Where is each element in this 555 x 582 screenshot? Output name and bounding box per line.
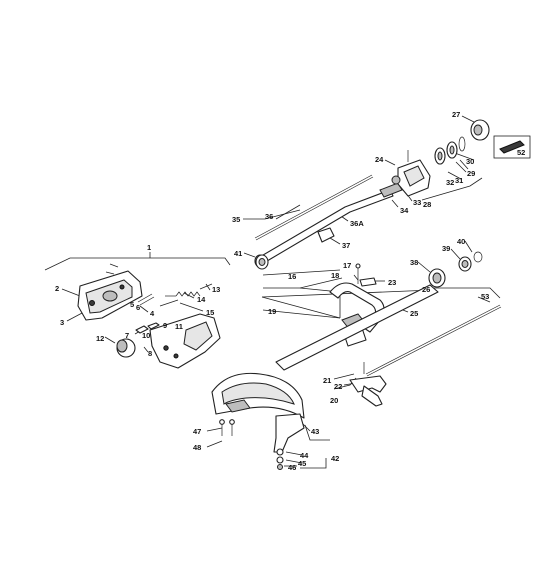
label-12: 12 (96, 334, 104, 343)
label-48: 48 (193, 443, 201, 452)
fasteners-44-46 (276, 448, 284, 470)
label-26: 26 (422, 285, 430, 294)
label-37: 37 (342, 241, 350, 250)
label-10: 10 (142, 331, 150, 340)
label-2: 2 (55, 284, 59, 293)
gear-head-housing (391, 150, 431, 197)
bearing-set (434, 136, 466, 165)
label-33: 33 (413, 198, 421, 207)
label-38: 38 (410, 258, 418, 267)
label-13: 13 (212, 285, 220, 294)
label-36a: 36A (350, 219, 364, 228)
label-1: 1 (147, 243, 151, 252)
label-22: 22 (334, 382, 342, 391)
blade-cup (470, 119, 490, 141)
screws-small (105, 263, 119, 275)
label-7: 7 (125, 331, 129, 340)
end-fitting (255, 254, 269, 270)
drive-rod (365, 304, 502, 377)
label-39: 39 (442, 244, 450, 253)
label-21: 21 (323, 376, 331, 385)
label-20: 20 (330, 396, 338, 405)
spring (165, 283, 213, 297)
label-46: 46 (288, 463, 296, 472)
label-28: 28 (423, 200, 431, 209)
ring-40 (473, 251, 483, 263)
tool-box-52 (493, 135, 531, 159)
rear-handle-housing (149, 313, 221, 369)
guard-bracket (273, 413, 305, 453)
label-43: 43 (311, 427, 319, 436)
label-25: 25 (410, 309, 418, 318)
label-24: 24 (375, 155, 384, 164)
engine-cover-housing (77, 270, 143, 321)
label-19: 19 (268, 307, 276, 316)
label-15: 15 (206, 308, 214, 317)
label-27: 27 (452, 110, 460, 119)
label-6: 6 (136, 303, 140, 312)
label-47: 47 (193, 427, 201, 436)
label-36: 36 (265, 212, 273, 221)
label-29: 29 (467, 169, 475, 178)
drive-cable (254, 174, 374, 241)
label-4: 4 (150, 309, 155, 318)
label-14: 14 (197, 295, 206, 304)
label-40: 40 (457, 237, 465, 246)
label-35: 35 (232, 215, 240, 224)
throttle-lever (349, 362, 387, 407)
label-42: 42 (331, 454, 339, 463)
label-16: 16 (288, 272, 296, 281)
label-45: 45 (298, 459, 306, 468)
screws-47-48 (219, 419, 235, 436)
bolt-17 (355, 263, 361, 284)
label-53: 53 (481, 292, 489, 301)
label-34: 34 (400, 206, 409, 215)
washer-39 (458, 256, 472, 272)
small-parts-7-10 (135, 322, 160, 334)
handle-knob-nut (428, 268, 446, 288)
link-rods (137, 293, 179, 307)
drive-shaft-tube (254, 182, 403, 268)
blade-guard (211, 372, 305, 419)
main-shaft-tube (275, 284, 439, 371)
label-31: 31 (455, 176, 463, 185)
tube-clamp (317, 227, 335, 243)
label-8: 8 (148, 349, 152, 358)
label-30: 30 (466, 157, 474, 166)
label-5: 5 (130, 300, 134, 309)
coupling-sleeve (116, 338, 136, 358)
label-17: 17 (343, 261, 351, 270)
label-41: 41 (234, 249, 242, 258)
label-44: 44 (300, 451, 309, 460)
part-number-labels: 1 2 3 4 5 6 7 8 9 10 11 12 13 14 15 16 1… (55, 110, 525, 472)
label-18: 18 (331, 271, 339, 280)
label-23: 23 (388, 278, 396, 287)
cable-clip (359, 277, 377, 287)
label-3: 3 (60, 318, 64, 327)
label-32: 32 (446, 178, 454, 187)
label-11: 11 (175, 322, 183, 331)
label-52: 52 (517, 148, 525, 157)
label-9: 9 (163, 321, 167, 330)
